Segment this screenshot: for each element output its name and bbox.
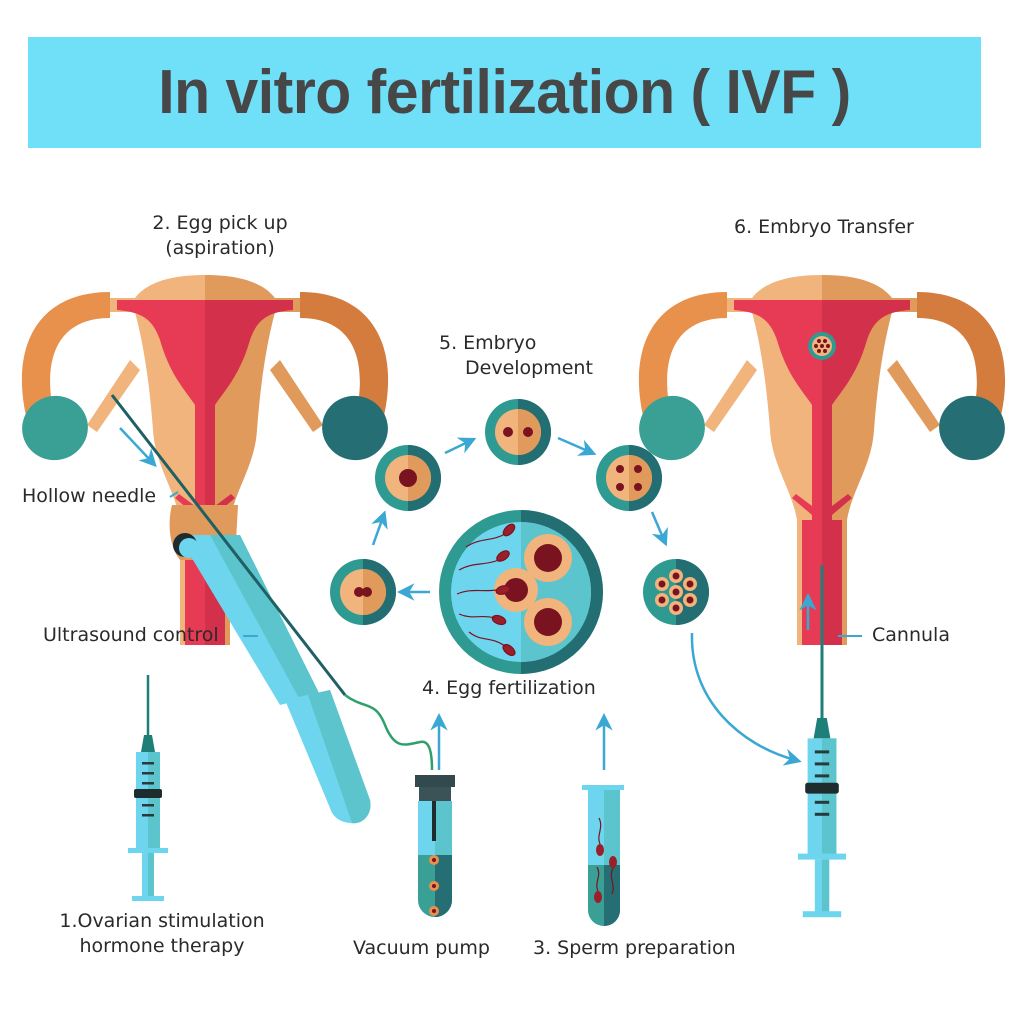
step5-line1: 5. Embryo (439, 332, 537, 354)
step2-label: 2. Egg pick up (aspiration) (130, 211, 310, 261)
cell-morula-icon (643, 559, 709, 625)
fertilization-dish-icon (439, 510, 603, 674)
title-banner: In vitro fertilization ( IVF ) (28, 37, 981, 148)
implanted-embryo-icon (808, 332, 836, 360)
cell-two-cell-icon (485, 399, 551, 465)
hollow-needle-label: Hollow needle (22, 485, 157, 507)
cell-zygote-icon (330, 559, 396, 625)
step2-line1: 2. Egg pick up (152, 212, 288, 234)
step2-line2: (aspiration) (165, 237, 275, 259)
vacuum-pump-label: Vacuum pump (353, 937, 490, 959)
step5-label: 5. Embryo Development (439, 331, 593, 381)
hormone-syringe-icon (126, 673, 170, 903)
hollow-needle-icon (110, 394, 347, 696)
step1-line1: 1.Ovarian stimulation (59, 910, 265, 932)
step4-label: 4. Egg fertilization (422, 677, 596, 699)
step6-label: 6. Embryo Transfer (734, 216, 914, 238)
step1-label: 1.Ovarian stimulation hormone therapy (42, 909, 282, 959)
cell-four-cell-icon (596, 445, 662, 511)
transfer-syringe-icon (796, 644, 848, 919)
cannula-label: Cannula (872, 624, 950, 646)
page-title: In vitro fertilization ( IVF ) (158, 58, 851, 127)
vacuum-pump-icon (415, 775, 455, 917)
ultrasound-control-label: Ultrasound control (43, 624, 219, 646)
step5-line2: Development (465, 357, 593, 379)
vacuum-tube (344, 693, 434, 771)
step1-line2: hormone therapy (79, 935, 245, 957)
cell-single-nucleus-icon (375, 445, 441, 511)
ultrasound-probe-icon (173, 533, 371, 824)
sperm-tube-icon (582, 785, 624, 926)
step3-label: 3. Sperm preparation (533, 937, 736, 959)
